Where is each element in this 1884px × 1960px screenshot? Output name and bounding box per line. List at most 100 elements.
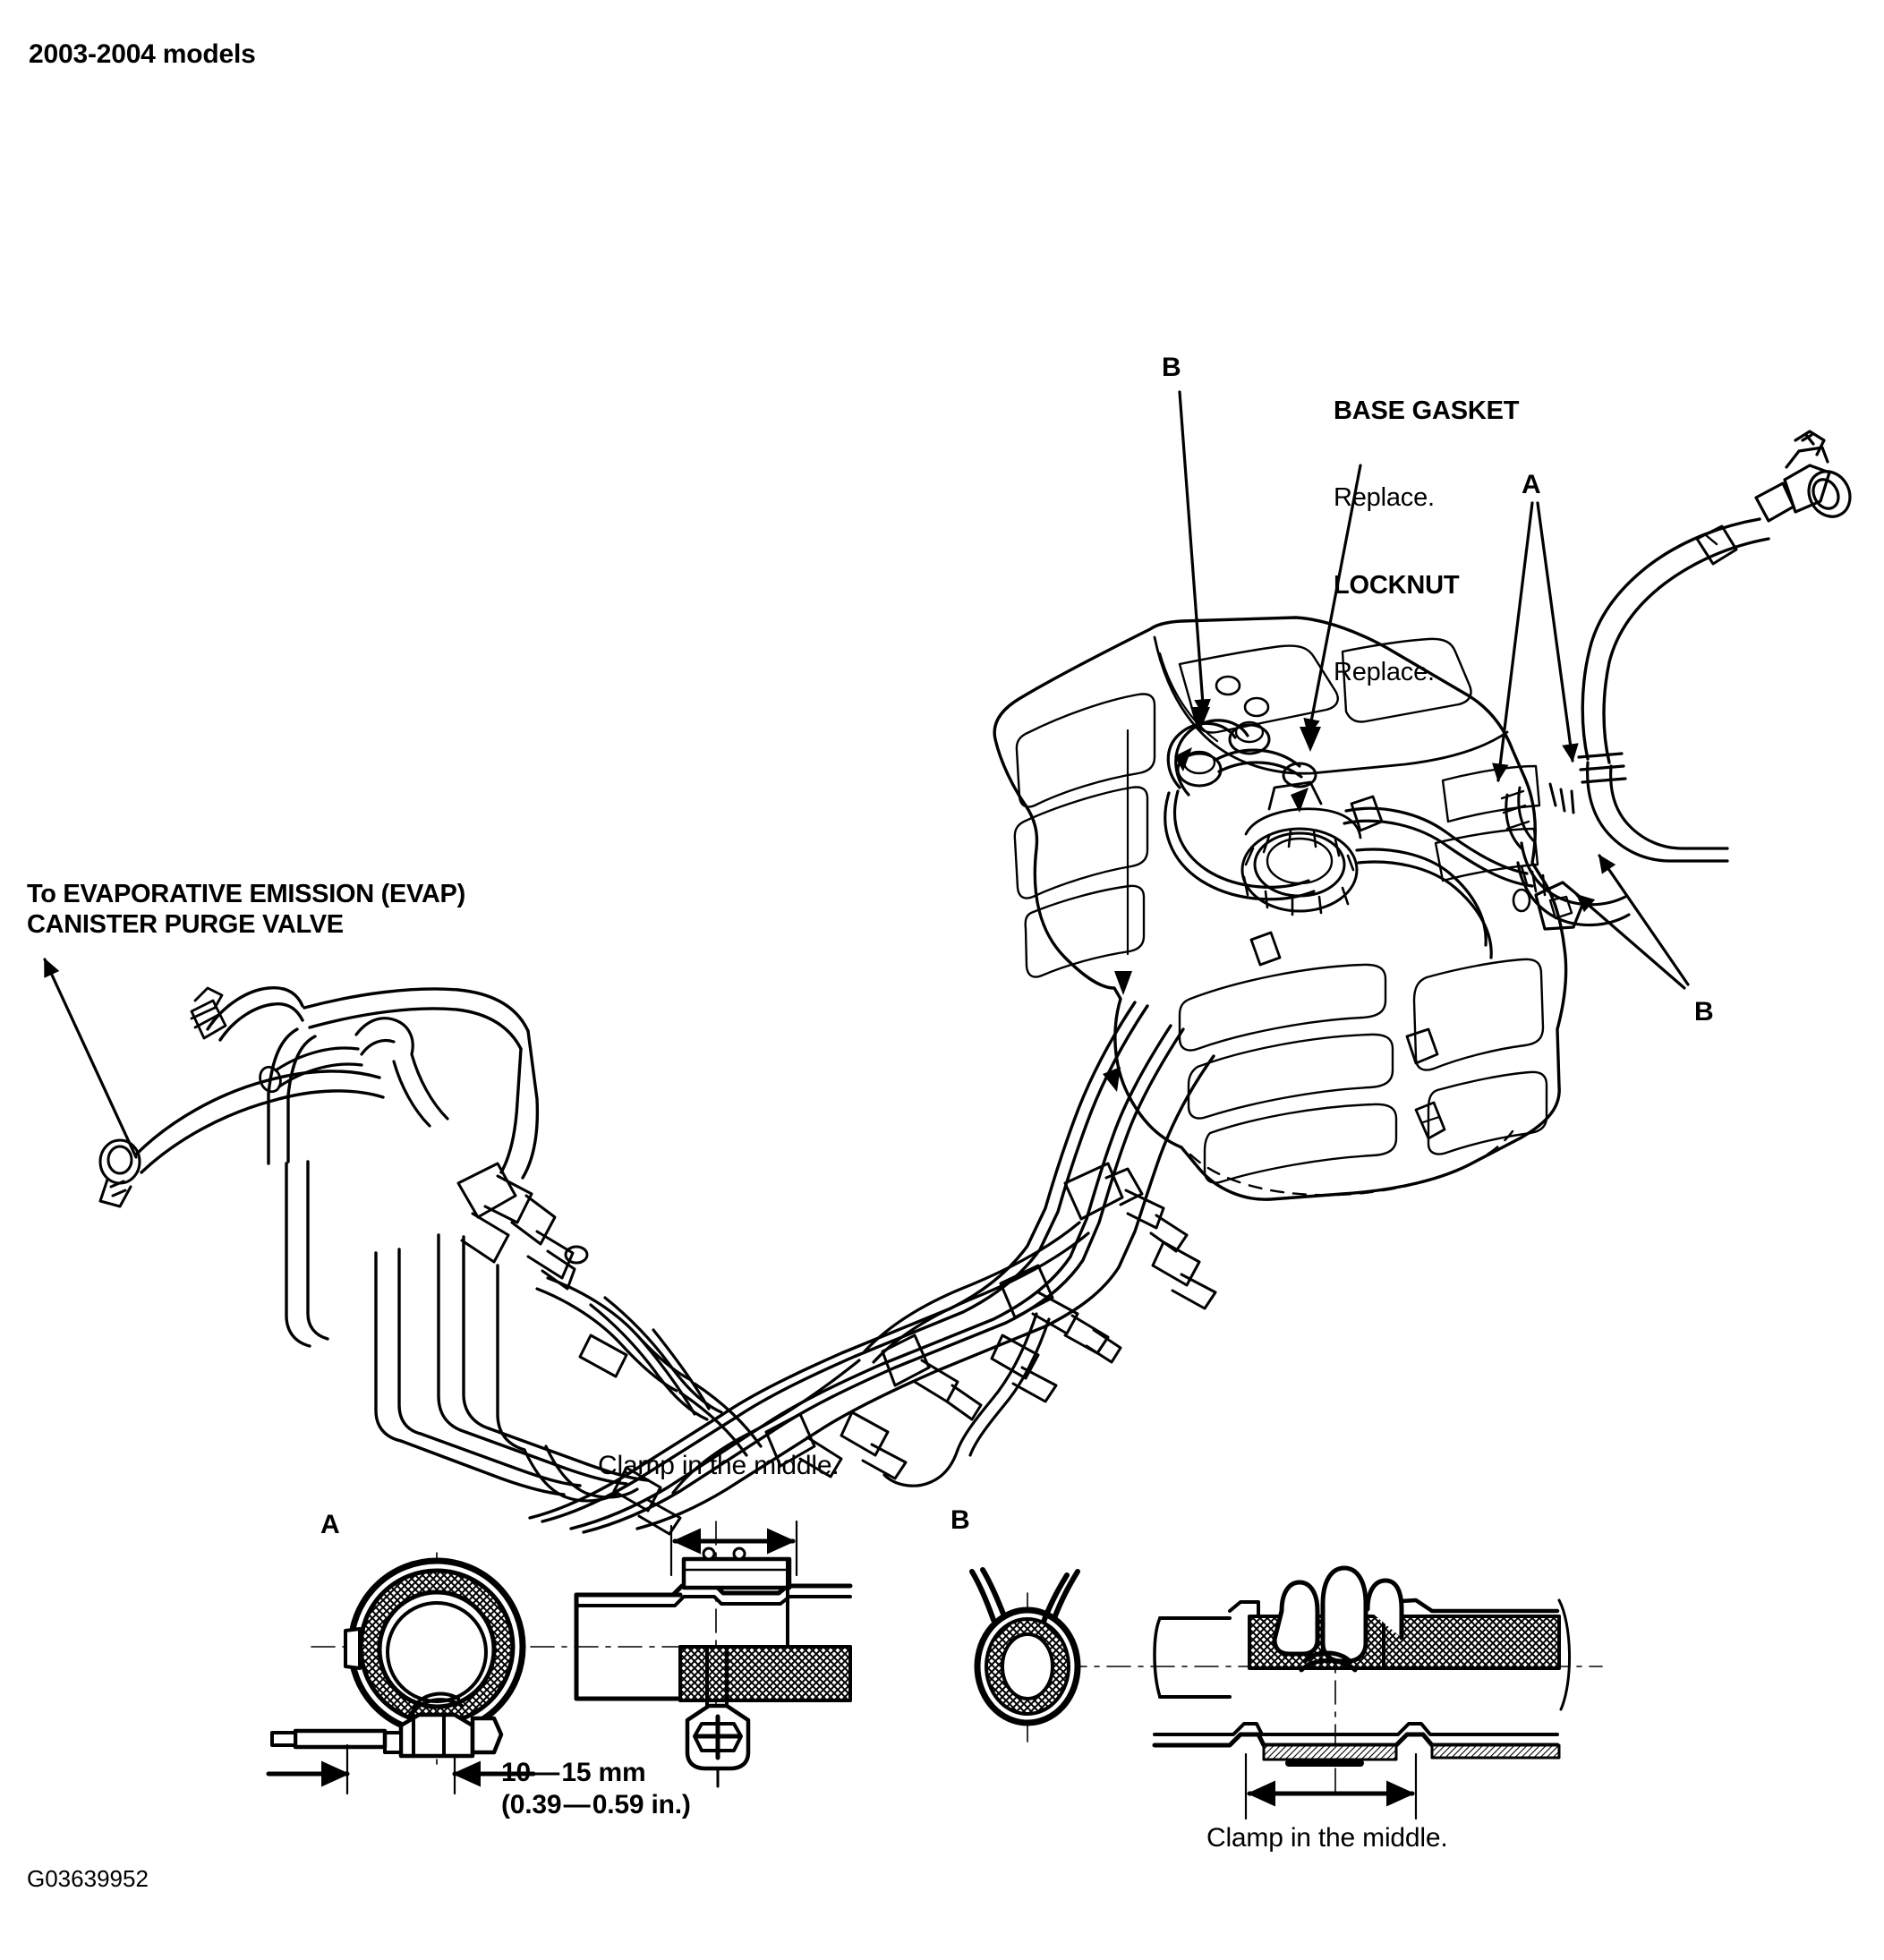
filler-neck-assembly xyxy=(1500,430,1852,931)
leader-b-right-upper xyxy=(1598,854,1690,986)
pump-hose-1 xyxy=(1166,721,1237,789)
bundle-lower-3 xyxy=(464,1430,628,1486)
bundle-tube-3 xyxy=(437,1233,467,1434)
callout-letter-a-right: A xyxy=(1522,470,1541,499)
tank-rib-left-1 xyxy=(1015,693,1156,808)
spring-clamp-b-tank xyxy=(1548,782,1575,814)
front-upper-hose-b xyxy=(308,1007,523,1051)
leader-a-right xyxy=(1536,501,1579,763)
detail-b-side-view xyxy=(1152,1565,1571,1767)
locknut-action: Replace. xyxy=(1334,658,1435,687)
detail-b-drawing xyxy=(969,1565,1603,1820)
detail-a-end-view xyxy=(270,1557,526,1759)
line-clamp-group-3 xyxy=(881,1334,983,1421)
locknut-title: LOCKNUT xyxy=(1334,570,1460,600)
tank-hole-1 xyxy=(1215,675,1241,696)
bundle-lower-1 xyxy=(399,1439,566,1496)
hose-a-upper-bottom xyxy=(1609,764,1729,850)
tank-rib-left-3 xyxy=(1024,884,1146,978)
tank-rib-center-1 xyxy=(1178,963,1387,1052)
fuel-pump-assembly xyxy=(1164,719,1534,1065)
tank-hole-2 xyxy=(1243,696,1270,718)
bundle-lower-4 xyxy=(487,1427,650,1482)
stub-hose xyxy=(354,1017,414,1056)
detail-b-clamp-dimension xyxy=(1244,1752,1418,1820)
evap-hose-top xyxy=(134,1069,381,1156)
line-clamp-group-4 xyxy=(764,1412,843,1479)
fuel-line-5 xyxy=(635,1054,1215,1530)
line-clamp-group-2 xyxy=(999,1264,1122,1364)
cross-hose-2 xyxy=(589,1303,709,1421)
leader-b-right-lower xyxy=(1575,893,1686,990)
evap-canister-purge-valve-label: To EVAPORATIVE EMISSION (EVAP) CANISTER … xyxy=(27,880,465,940)
tank-hose-clamp-2 xyxy=(1249,931,1282,967)
callout-letter-b-top: B xyxy=(1162,353,1181,382)
pump-hose-3b xyxy=(1164,791,1316,901)
port-left-2 xyxy=(1228,723,1271,755)
leader-lines xyxy=(43,390,1690,1159)
tank-rib-right-2 xyxy=(1427,1070,1548,1155)
branch-line-a xyxy=(863,1221,1081,1353)
pump-hose-2 xyxy=(1215,748,1301,768)
front-vert-tube-mid xyxy=(267,1092,290,1165)
base-gasket-action: Replace. xyxy=(1334,483,1435,513)
tank-hose-clamp-3 xyxy=(1405,1027,1439,1065)
mid-elbow xyxy=(274,1046,360,1072)
detail-a-letter: A xyxy=(320,1510,340,1539)
tank-rib-center-3 xyxy=(1203,1103,1398,1184)
drop-loop-1-end xyxy=(882,1448,959,1487)
quick-connector-body xyxy=(1534,881,1586,931)
cross-hose-3 xyxy=(635,1334,696,1416)
filler-neck-head xyxy=(1754,430,1852,523)
return-hook-2 xyxy=(678,1391,748,1457)
tank-seam-2 xyxy=(1158,652,1219,743)
evap-hose-clamp xyxy=(98,1138,141,1208)
front-vert-tube-upper-b xyxy=(286,1035,317,1097)
front-upper-hose-down xyxy=(521,1029,540,1180)
dimension-in: (0.39 — 0.59 in.) xyxy=(501,1790,691,1819)
tank-tab-1-line xyxy=(1421,1115,1441,1124)
bundle-tube-2 xyxy=(397,1248,422,1436)
hose-connector-a-upper xyxy=(1577,752,1729,863)
detail-a-drawing xyxy=(266,1520,853,1795)
leader-b-top xyxy=(1178,390,1211,718)
branch-line-b xyxy=(872,1231,1090,1364)
detail-b-end-view xyxy=(969,1567,1081,1726)
pump-hose-2b xyxy=(1217,761,1303,779)
front-tube-cluster xyxy=(98,986,1217,1536)
tank-rib-right-upper-2 xyxy=(1434,827,1539,882)
front-vert-tube-2 xyxy=(306,1160,329,1341)
port-center xyxy=(1282,762,1317,788)
front-vert-tube-1 xyxy=(285,1162,311,1348)
evap-label-line2: CANISTER PURGE VALVE xyxy=(27,909,344,939)
front-vert-tube-upper xyxy=(267,1027,299,1095)
leader-a-left xyxy=(1492,501,1534,782)
drop-loop-1 xyxy=(956,1312,1038,1452)
tank-rib-center-2 xyxy=(1187,1033,1394,1120)
drop-loop-1b xyxy=(968,1317,1051,1457)
pump-hose-5b xyxy=(1343,819,1534,888)
tank-lower-dashed xyxy=(1189,1129,1514,1197)
detail-a-side-view xyxy=(574,1547,853,1788)
detail-b-clamp-note: Clamp in the middle. xyxy=(1206,1823,1448,1853)
bundle-tube-4 xyxy=(462,1235,490,1430)
evap-label-line1: To EVAPORATIVE EMISSION (EVAP) xyxy=(27,880,465,908)
fuel-tank xyxy=(993,616,1568,1201)
cross-hose-2b xyxy=(603,1296,723,1414)
filler-bracket-clip xyxy=(1695,524,1738,566)
pump-hose-1b xyxy=(1174,719,1249,797)
callout-letter-b-right: B xyxy=(1694,997,1714,1027)
stub-hose-b xyxy=(360,1038,396,1056)
locknut-ring xyxy=(1240,827,1359,916)
figure-code: G03639952 xyxy=(27,1865,149,1892)
evap-hose-bottom xyxy=(140,1089,385,1174)
hose-a-upper-top xyxy=(1586,761,1729,863)
stub-hose-down xyxy=(410,1052,449,1121)
fuel-line-1 xyxy=(528,1001,1137,1520)
cross-hose-3b xyxy=(652,1328,711,1410)
tank-rib-right-upper xyxy=(1441,764,1541,823)
tank-rib-right-1 xyxy=(1412,958,1545,1071)
filler-pipe-inner xyxy=(1602,537,1770,764)
